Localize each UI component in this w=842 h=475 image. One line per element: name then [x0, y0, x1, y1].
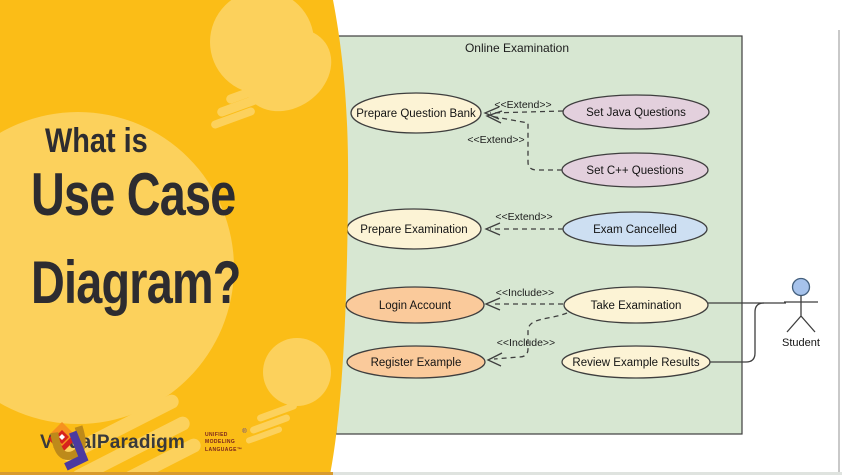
usecase-review-example-results-shape — [561, 345, 711, 379]
usecase-set-java-questions: Set Java Questions — [562, 94, 710, 130]
actor-body — [784, 295, 818, 333]
actor-label: Student — [782, 337, 820, 349]
bottom-bulb-stripe — [257, 402, 297, 422]
usecase-take-examination-shape — [563, 286, 709, 324]
uml-wordmark-line2: MODELING — [205, 439, 236, 446]
vp-diamond-center — [59, 434, 65, 440]
banner-title-line2: Diagram? — [31, 249, 241, 316]
relationship-labels: <<Extend>> <<Extend>> <<Extend>> <<Inclu… — [467, 99, 555, 349]
extend-label-cpp: <<Extend>> — [467, 134, 524, 146]
include-arrowhead-login — [484, 297, 501, 311]
uml-logo-l — [64, 430, 89, 471]
relationship-edges — [483, 106, 568, 367]
usecase-set-java-questions-label: Set Java Questions — [586, 107, 686, 119]
top-bulb-stripe — [217, 93, 265, 117]
usecase-prepare-question-bank: Prepare Question Bank — [350, 92, 482, 134]
banner-eyebrow: What is — [45, 122, 148, 160]
include-arrowhead-register — [486, 352, 503, 367]
association-review-results-student — [710, 302, 765, 363]
large-bulb-stripe — [61, 394, 179, 462]
usecase-review-example-results: Review Example Results — [561, 345, 711, 379]
system-boundary-title: Online Examination — [465, 41, 569, 55]
top-bulb-stripe — [211, 107, 255, 129]
usecase-login-account-label: Login Account — [379, 300, 452, 312]
include-edge-register — [493, 312, 568, 360]
usecase-exam-cancelled: Exam Cancelled — [562, 211, 708, 247]
visual-paradigm-word-paradigm: Paradigm — [96, 432, 186, 453]
usecase-set-cpp-questions-label: Set C++ Questions — [586, 165, 683, 177]
uml-wordmark-line3: LANGUAGE™ — [205, 446, 243, 453]
ul-registered-mark: ® — [242, 429, 247, 435]
uml-logo-u — [50, 425, 86, 460]
usecase-review-example-results-label: Review Example Results — [572, 357, 699, 369]
usecase-exam-cancelled-shape — [562, 211, 708, 247]
extend-label-java: <<Extend>> — [494, 99, 551, 111]
usecase-prepare-question-bank-label: Prepare Question Bank — [356, 108, 476, 120]
bottom-bulb-stripe — [250, 414, 290, 434]
extend-label-exam-cancelled: <<Extend>> — [495, 211, 552, 223]
include-label-login: <<Include>> — [496, 287, 554, 299]
extend-arrowhead-cpp — [485, 110, 503, 124]
bottom-bulb-stripe — [245, 426, 283, 444]
uml-logo-icon — [50, 425, 89, 471]
usecase-login-account-shape — [345, 286, 485, 324]
extend-edge-cpp — [489, 115, 562, 171]
usecase-prepare-examination-label: Prepare Examination — [360, 224, 467, 236]
usecase-login-account: Login Account — [345, 286, 485, 324]
usecase-take-examination: Take Examination — [563, 286, 709, 324]
usecase-set-cpp-questions: Set C++ Questions — [561, 152, 709, 188]
extend-edge-java — [489, 110, 564, 114]
large-lightbulb-icon — [0, 112, 234, 424]
window-right-edge — [838, 30, 840, 472]
logo-row: Visual Paradigm UNIFIED MODELING LANGUAG… — [40, 421, 247, 471]
usecase-exam-cancelled-label: Exam Cancelled — [593, 224, 677, 236]
usecase-register-example-label: Register Example — [371, 357, 462, 369]
usecase-set-cpp-questions-shape — [561, 152, 709, 188]
actor-student: Student — [782, 277, 820, 349]
usecase-prepare-examination: Prepare Examination — [346, 208, 482, 250]
large-bulb-stripe — [72, 416, 190, 475]
bottom-lightbulb-icon — [263, 338, 331, 406]
usecase-register-example: Register Example — [346, 345, 486, 379]
banner-title-line1: Use Case — [31, 161, 236, 228]
usecase-set-java-questions-shape — [562, 94, 710, 130]
top-bulb-stripe — [226, 80, 274, 104]
usecase-register-example-shape — [346, 345, 486, 379]
usecase-prepare-question-bank-shape — [350, 92, 482, 134]
uml-wordmark-line1: UNIFIED — [205, 431, 228, 438]
window-bottom-edge — [333, 472, 842, 475]
include-label-register: <<Include>> — [497, 337, 555, 349]
banner-bottom-edge — [0, 472, 333, 475]
extend-arrowhead-exam-cancelled — [484, 222, 501, 236]
association-lines — [708, 302, 786, 363]
use-cases: Prepare Question Bank Set Java Questions… — [345, 92, 711, 379]
uml-wordmark: UNIFIED MODELING LANGUAGE™ — [205, 432, 242, 455]
usecase-take-examination-label: Take Examination — [591, 300, 682, 312]
